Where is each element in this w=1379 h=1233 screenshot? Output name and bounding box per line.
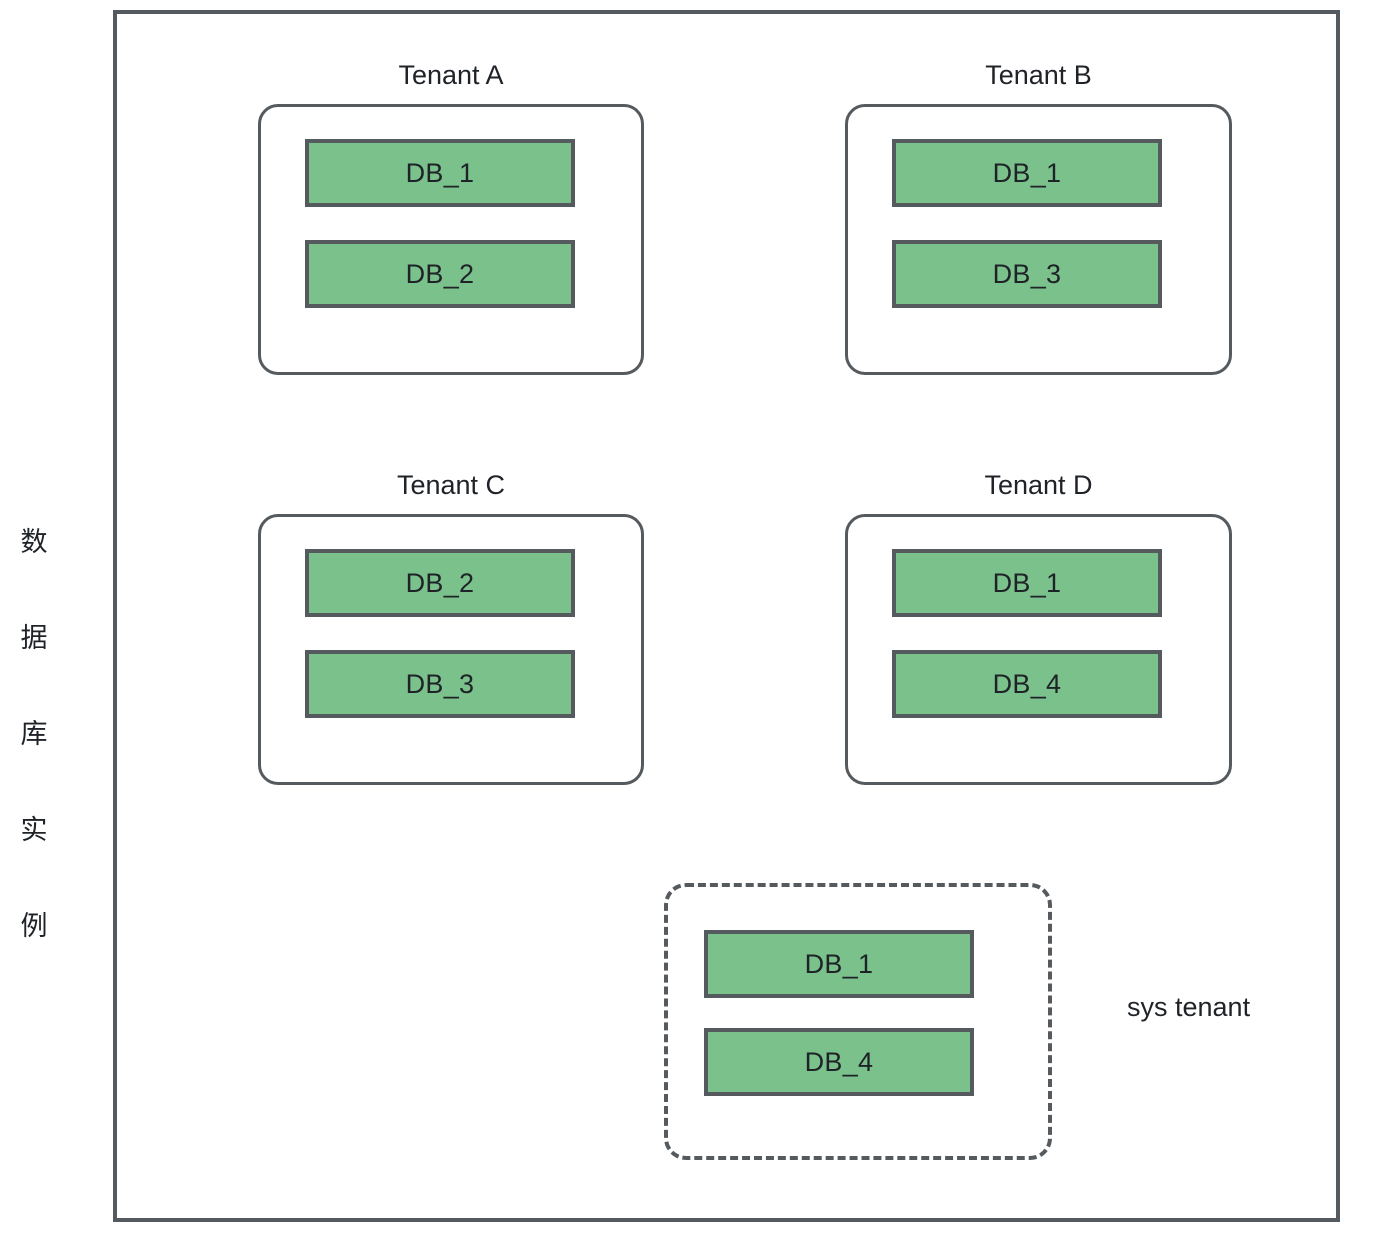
- db-block[interactable]: DB_1: [892, 549, 1162, 617]
- tenant-d-title: Tenant D: [984, 470, 1093, 500]
- tenant-c-title: Tenant C: [396, 470, 506, 500]
- tenant-group-a: Tenant A DB_1 DB_2: [258, 60, 644, 375]
- sys-tenant-label: sys tenant: [1127, 992, 1251, 1022]
- sys-tenant-box[interactable]: DB_1 DB_4: [664, 883, 1052, 1160]
- db-block[interactable]: DB_1: [305, 139, 575, 207]
- tenant-c-box[interactable]: DB_2 DB_3: [258, 514, 644, 785]
- vertical-label-char-1: 据: [20, 623, 48, 654]
- tenant-d-box[interactable]: DB_1 DB_4: [845, 514, 1232, 785]
- tenant-b-title: Tenant B: [985, 60, 1092, 90]
- db-block[interactable]: DB_4: [892, 650, 1162, 718]
- db-block[interactable]: DB_3: [892, 240, 1162, 308]
- db-block[interactable]: DB_1: [704, 930, 974, 998]
- vertical-label-char-4: 例: [20, 911, 48, 942]
- db-block[interactable]: DB_2: [305, 240, 575, 308]
- tenant-group-b: Tenant B DB_1 DB_3: [845, 60, 1232, 375]
- db-block[interactable]: DB_4: [704, 1028, 974, 1096]
- tenant-b-box[interactable]: DB_1 DB_3: [845, 104, 1232, 375]
- db-block[interactable]: DB_1: [892, 139, 1162, 207]
- tenant-group-d: Tenant D DB_1 DB_4: [845, 470, 1232, 785]
- tenant-a-box[interactable]: DB_1 DB_2: [258, 104, 644, 375]
- vertical-label-char-0: 数: [20, 527, 48, 558]
- db-block[interactable]: DB_2: [305, 549, 575, 617]
- vertical-label-char-3: 实: [20, 815, 48, 846]
- database-instance-frame: Tenant A DB_1 DB_2 Tenant B DB_1 DB_3 Te…: [113, 10, 1340, 1222]
- tenant-group-c: Tenant C DB_2 DB_3: [258, 470, 644, 785]
- db-block[interactable]: DB_3: [305, 650, 575, 718]
- tenant-a-title: Tenant A: [398, 60, 504, 90]
- database-instance-vertical-label: 数 据 库 实 例: [6, 470, 62, 999]
- vertical-label-char-2: 库: [20, 719, 48, 750]
